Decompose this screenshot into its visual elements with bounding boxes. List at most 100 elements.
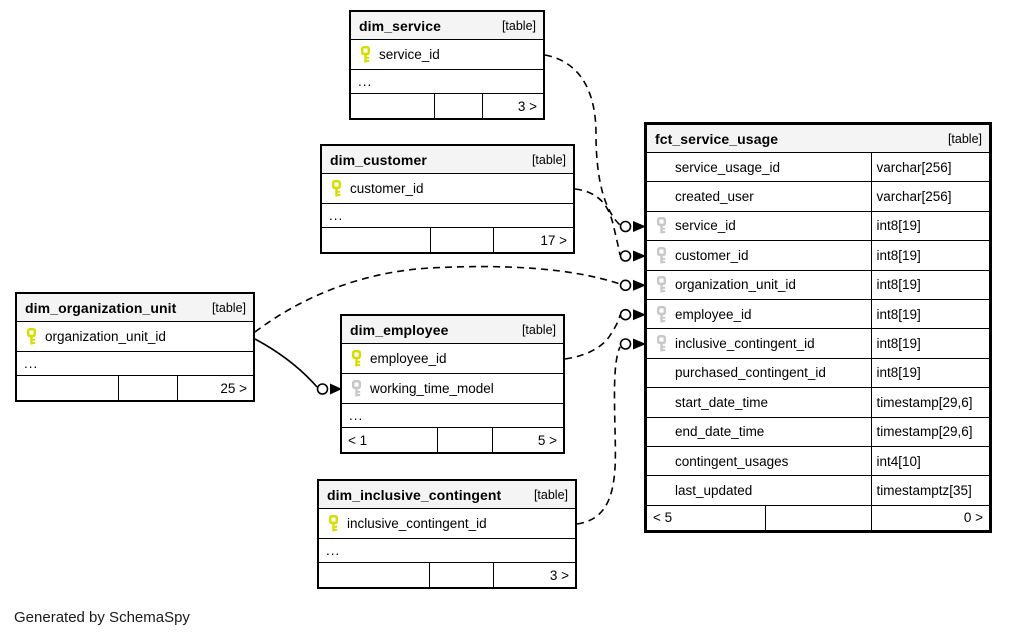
footer-spacer bbox=[429, 563, 493, 587]
column-name: customer_id bbox=[675, 247, 749, 263]
footer-left-count: < 5 bbox=[653, 510, 673, 526]
foreign-key-icon bbox=[656, 276, 666, 293]
column-row-customer_id: customer_id bbox=[322, 174, 573, 204]
table-header: dim_inclusive_contingent [table] bbox=[319, 481, 575, 509]
primary-key-cell bbox=[351, 46, 379, 63]
footer-spacer bbox=[429, 228, 493, 252]
more-columns-indicator: ... bbox=[351, 70, 543, 94]
table-type-badge: [table] bbox=[521, 322, 556, 337]
primary-key-cell bbox=[17, 328, 45, 345]
relationship-dim-service-to-fct bbox=[544, 54, 621, 226]
column-name: organization_unit_id bbox=[45, 329, 166, 344]
table-footer: 3 > bbox=[319, 563, 575, 587]
table-dim_service[interactable]: dim_service [table] service_id...3 > bbox=[349, 10, 545, 120]
foreign-key-icon bbox=[656, 305, 666, 323]
column-name: organization_unit_id bbox=[675, 277, 796, 293]
connector-service-id bbox=[619, 220, 646, 233]
foreign-key-cell bbox=[647, 246, 675, 264]
column-name: working_time_model bbox=[370, 381, 494, 396]
footer-left-count bbox=[351, 94, 434, 118]
relationship-dim-customer-to-fct bbox=[574, 188, 621, 256]
column-row-customer_id: customer_id int8[19] bbox=[647, 241, 990, 271]
foreign-key-icon bbox=[656, 335, 666, 352]
table-name[interactable]: dim_inclusive_contingent bbox=[327, 486, 502, 503]
more-columns-indicator: ... bbox=[322, 204, 573, 228]
connector-working-time-model bbox=[316, 383, 342, 395]
column-type: timestamp[29,6] bbox=[870, 417, 990, 446]
table-type-badge: [table] bbox=[947, 131, 982, 146]
footer-spacer bbox=[437, 428, 492, 452]
table-type-badge: [table] bbox=[533, 487, 568, 502]
column-name: service_id bbox=[379, 47, 440, 62]
column-row-employee_id: employee_id bbox=[342, 344, 563, 374]
column-type: int8[19] bbox=[870, 270, 990, 299]
column-row-inclusive_contingent_id: inclusive_contingent_id bbox=[319, 509, 575, 539]
table-type-badge: [table] bbox=[531, 152, 566, 167]
column-type: int8[19] bbox=[870, 299, 990, 329]
column-row-organization_unit_id: organization_unit_id bbox=[17, 322, 253, 352]
table-dim_customer[interactable]: dim_customer [table] customer_id...17 > bbox=[320, 144, 575, 254]
column-type: int8[19] bbox=[870, 241, 990, 270]
primary-key-cell bbox=[322, 180, 350, 197]
footer-left-count: < 1 bbox=[348, 432, 368, 448]
connector-customer-id bbox=[619, 250, 646, 262]
connector-employee-id bbox=[619, 308, 646, 321]
relationship-dim-employee-to-fct bbox=[564, 314, 621, 360]
table-name[interactable]: dim_employee bbox=[350, 321, 449, 338]
relationship-dim-inclusive-contingent-to-fct bbox=[576, 346, 621, 525]
table-footer: 3 > bbox=[351, 94, 543, 118]
foreign-key-cell bbox=[342, 380, 370, 397]
relationship-dim-organization-unit-to-fct bbox=[254, 265, 621, 333]
column-type: timestamptz[35] bbox=[870, 476, 990, 505]
table-name[interactable]: dim_customer bbox=[330, 151, 427, 168]
footer-left-count bbox=[17, 376, 118, 400]
column-row-service_id: service_id bbox=[351, 40, 543, 70]
table-dim_employee[interactable]: dim_employee [table] employee_id working_ti… bbox=[340, 314, 565, 454]
table-name[interactable]: fct_service_usage bbox=[655, 130, 779, 147]
foreign-key-cell bbox=[647, 217, 675, 234]
column-name: customer_id bbox=[350, 181, 424, 196]
table-dim_inclusive_contingent[interactable]: dim_inclusive_contingent [table] inclusive… bbox=[317, 479, 577, 589]
foreign-key-icon bbox=[656, 217, 666, 234]
primary-key-icon bbox=[331, 180, 341, 197]
more-columns-indicator: ... bbox=[342, 404, 563, 428]
primary-key-icon bbox=[351, 350, 361, 367]
footer-left-count bbox=[319, 563, 429, 587]
column-row-created_user: created_user varchar[256] bbox=[647, 182, 990, 212]
column-name: employee_id bbox=[675, 306, 752, 322]
relationship-dim-organization-unit-to-dim-employee bbox=[254, 338, 318, 388]
footer-spacer bbox=[433, 94, 482, 118]
column-name: inclusive_contingent_id bbox=[347, 516, 487, 531]
footer-right-count: 17 > bbox=[492, 228, 573, 252]
column-type: varchar[256] bbox=[870, 182, 990, 211]
table-type-badge: [table] bbox=[501, 18, 536, 33]
table-footer: 17 > bbox=[322, 228, 573, 252]
column-type: int8[19] bbox=[870, 211, 990, 241]
column-name: inclusive_contingent_id bbox=[675, 336, 815, 352]
table-fct_service_usage[interactable]: fct_service_usage [table] service_usage_id… bbox=[644, 122, 992, 533]
footer-right-count: 3 > bbox=[481, 94, 543, 118]
table-name[interactable]: dim_service bbox=[359, 17, 442, 34]
column-row-employee_id: employee_id int8[19] bbox=[647, 299, 990, 330]
table-dim_organization_unit[interactable]: dim_organization_unit[table]organization… bbox=[15, 292, 255, 402]
column-name: start_date_time bbox=[675, 394, 769, 410]
connector-organization-unit-id bbox=[619, 279, 646, 292]
more-columns-indicator: ... bbox=[319, 539, 575, 563]
column-name: created_user bbox=[675, 189, 754, 205]
footer-right-count: 0 > bbox=[871, 505, 989, 530]
column-type: int8[19] bbox=[870, 329, 990, 358]
table-footer: < 5 0 > bbox=[647, 505, 989, 530]
foreign-key-icon bbox=[351, 380, 361, 397]
table-name[interactable]: dim_organization_unit bbox=[25, 299, 177, 316]
column-name: employee_id bbox=[370, 351, 447, 366]
table-footer: 25 > bbox=[17, 376, 253, 400]
footer-left-count bbox=[322, 228, 430, 252]
